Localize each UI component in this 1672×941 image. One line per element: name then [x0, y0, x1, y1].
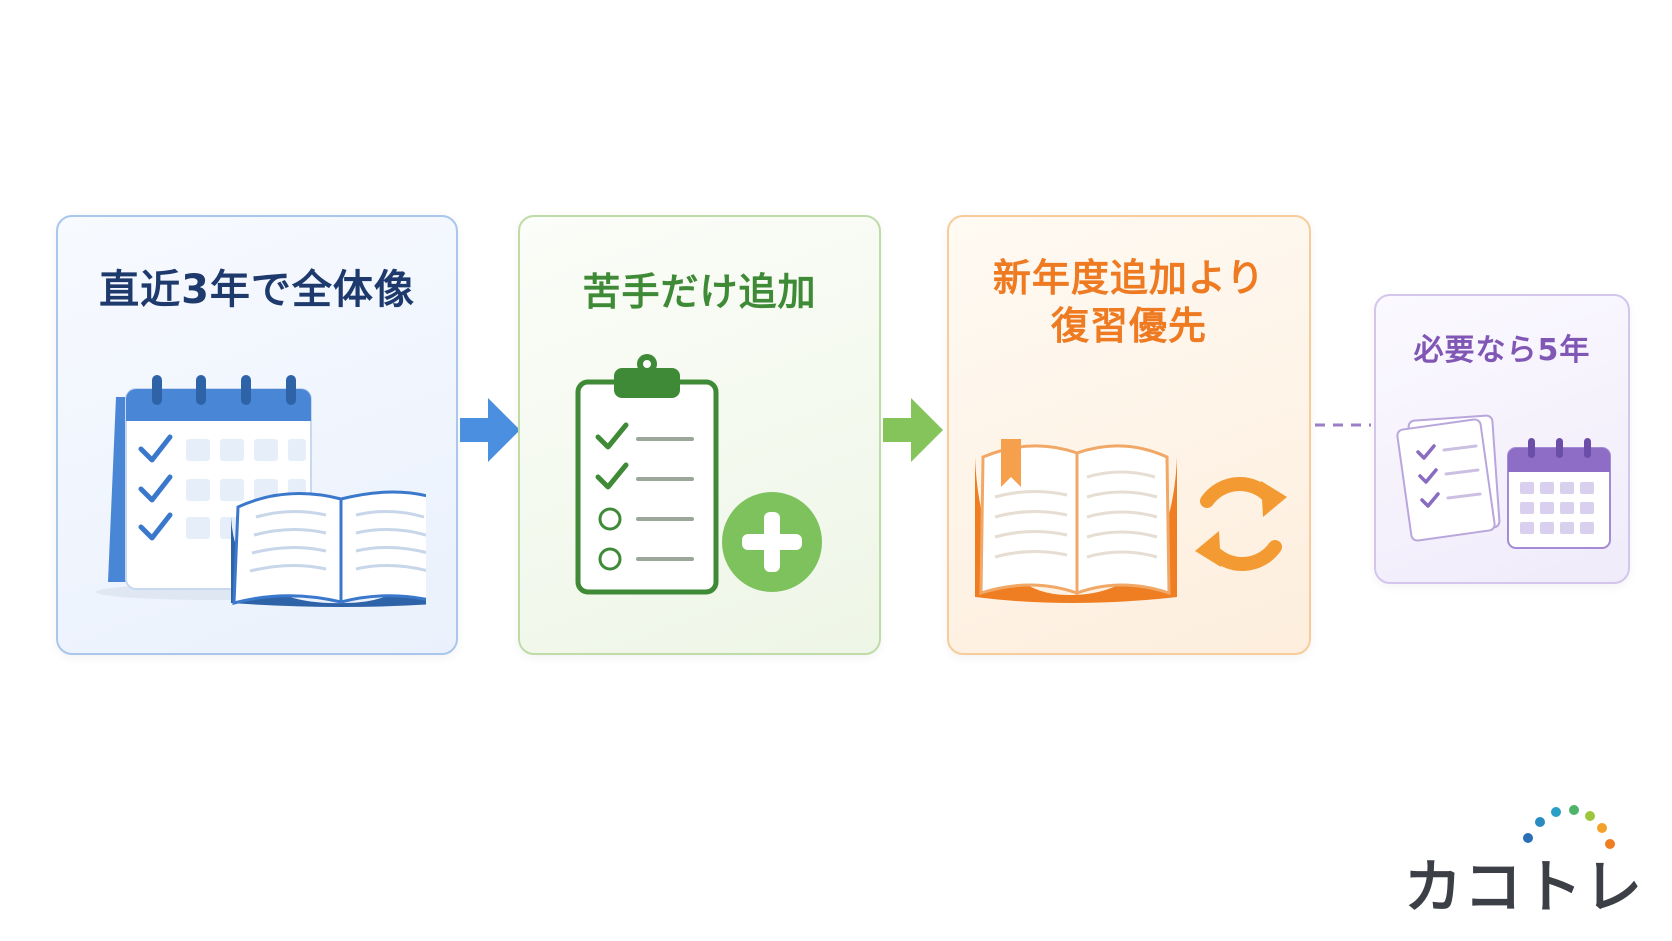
step-title: 新年度追加より 復習優先: [949, 255, 1309, 350]
refresh-arrowheads: [1195, 481, 1287, 567]
step-title: 苦手だけ追加: [582, 270, 817, 314]
book-refresh-illustration: [975, 439, 1287, 603]
step-title: 直近3年で全体像: [99, 267, 415, 313]
brand-logo-text: カコトレ: [1404, 853, 1645, 921]
documents-calendar-illustration: [1396, 414, 1611, 549]
logo-dots-icon: [1523, 805, 1615, 849]
arrow-right-icon: [883, 398, 943, 462]
dashed-connector: [1315, 423, 1371, 427]
calendar-icon: [1507, 438, 1611, 549]
step-card-optional-5-years: 必要なら5年: [1374, 294, 1630, 584]
calendar-book-illustration: [96, 375, 426, 607]
clipboard-checklist-icon: [575, 354, 719, 595]
plus-icon: [722, 492, 822, 592]
bookmarked-book-icon: [975, 439, 1177, 603]
open-book-icon: [231, 490, 426, 607]
step-title-line-1: 新年度追加より: [992, 256, 1266, 300]
clipboard-illustration: [575, 354, 822, 595]
arrow-right-icon: [460, 398, 520, 462]
step-card-review-priority: 新年度追加より 復習優先: [947, 215, 1311, 655]
step-title-line-2: 復習優先: [1050, 303, 1207, 348]
step-card-recent-3-years: 直近3年で全体像: [56, 215, 458, 655]
step-card-add-weak-only: 苦手だけ追加: [518, 215, 881, 655]
documents-icon: [1396, 414, 1501, 542]
step-title: 必要なら5年: [1413, 333, 1591, 368]
